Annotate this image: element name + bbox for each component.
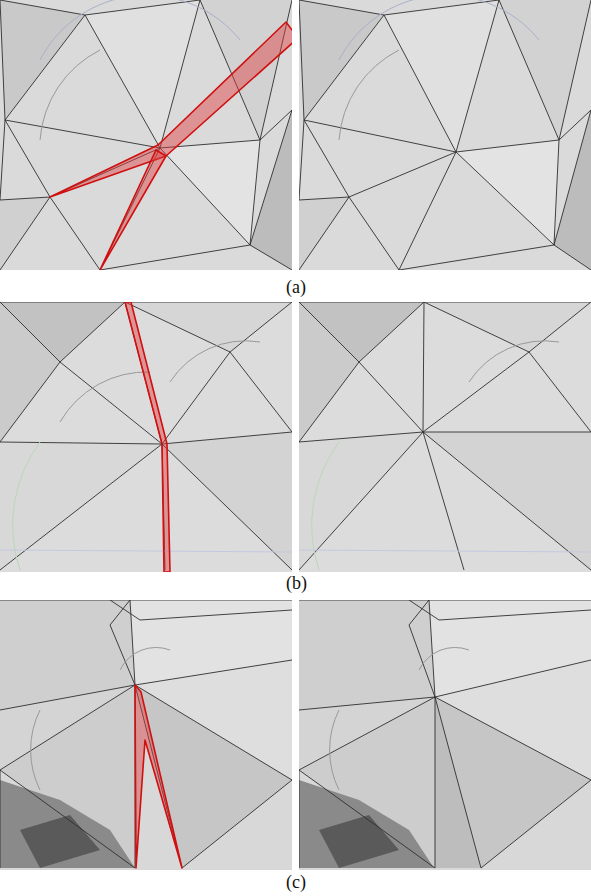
panel-label: (a) bbox=[284, 278, 308, 296]
mesh-after bbox=[299, 302, 591, 572]
mesh-before bbox=[0, 302, 292, 572]
mesh-before bbox=[0, 0, 292, 270]
mesh-after bbox=[299, 600, 591, 870]
mesh-after bbox=[299, 0, 591, 270]
mesh-before bbox=[0, 600, 292, 870]
panel-label: (c) bbox=[284, 873, 308, 891]
panel-label: (b) bbox=[284, 574, 309, 592]
